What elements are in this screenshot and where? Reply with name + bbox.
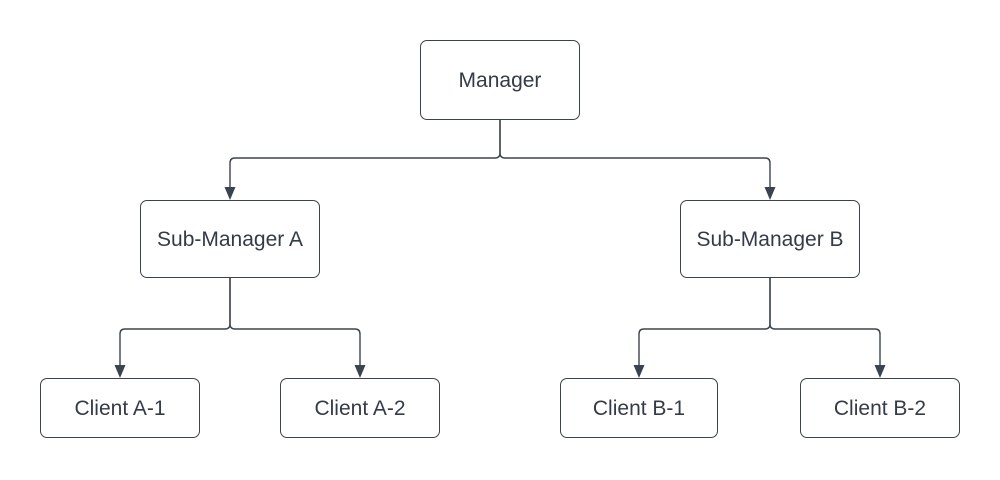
edge-manager-to-sub-manager-a — [229, 120, 501, 188]
node-sub-manager-b-label: Sub-Manager B — [696, 227, 844, 251]
arrowhead-client-a1 — [114, 365, 126, 378]
node-sub-manager-a[interactable]: Sub-Manager A — [140, 200, 320, 278]
arrowhead-sub-manager-a — [224, 187, 236, 200]
node-client-b1[interactable]: Client B-1 — [560, 378, 718, 438]
arrowhead-client-b1 — [633, 365, 645, 378]
node-sub-manager-a-label: Sub-Manager A — [157, 227, 303, 251]
node-manager-label: Manager — [458, 68, 542, 92]
edge-sub-manager-b-to-client-b1 — [638, 278, 771, 366]
arrowhead-client-b2 — [874, 365, 886, 378]
edge-sub-manager-b-to-client-b2 — [769, 278, 881, 366]
edge-manager-to-sub-manager-b — [499, 120, 771, 188]
node-sub-manager-b[interactable]: Sub-Manager B — [680, 200, 860, 278]
node-client-a2[interactable]: Client A-2 — [280, 378, 440, 438]
arrowhead-sub-manager-b — [764, 187, 776, 200]
node-client-b1-label: Client B-1 — [592, 396, 686, 420]
node-client-b2-label: Client B-2 — [833, 396, 927, 420]
node-client-a1[interactable]: Client A-1 — [40, 378, 200, 438]
edge-sub-manager-a-to-client-a2 — [229, 278, 361, 366]
node-client-a1-label: Client A-1 — [74, 396, 166, 420]
node-client-b2[interactable]: Client B-2 — [800, 378, 960, 438]
arrowhead-client-a2 — [354, 365, 366, 378]
node-client-a2-label: Client A-2 — [314, 396, 406, 420]
node-manager[interactable]: Manager — [420, 40, 580, 120]
edge-sub-manager-a-to-client-a1 — [119, 278, 231, 366]
